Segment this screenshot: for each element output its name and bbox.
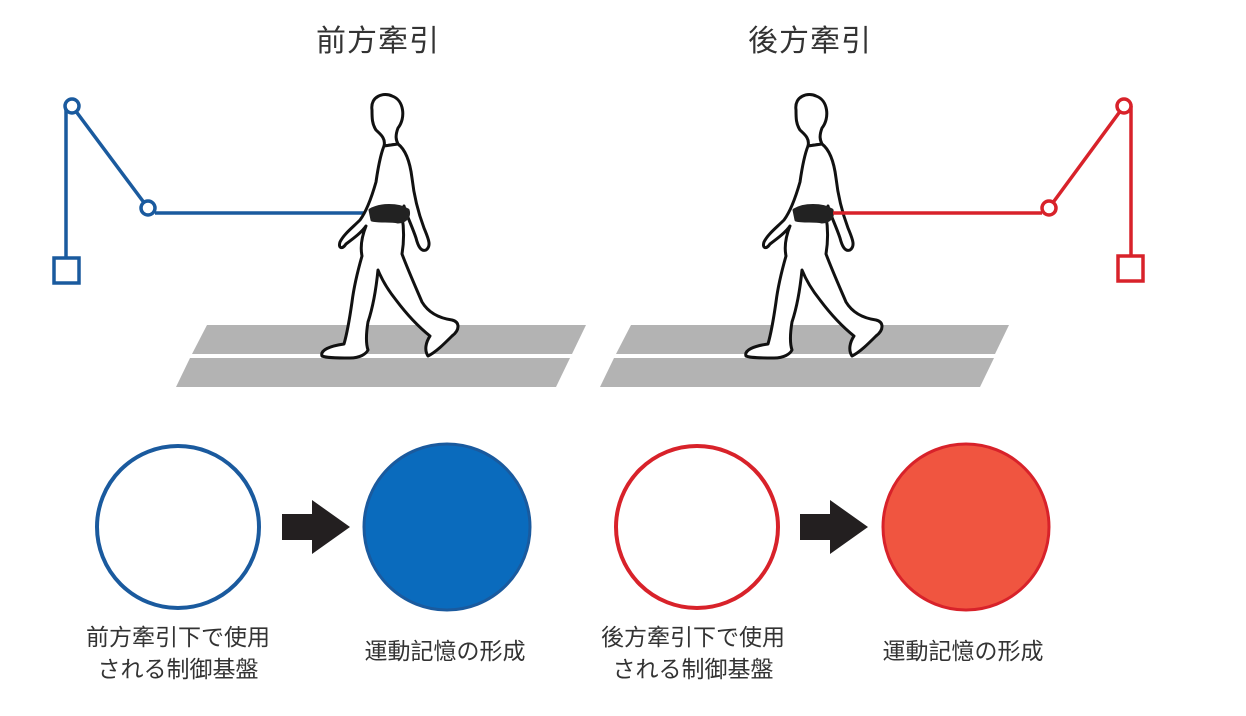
right-walker — [744, 93, 884, 360]
right-pulley-system — [833, 97, 1145, 283]
caption-line: 運動記憶の形成 — [882, 639, 1044, 665]
caption-line: 前方牽引下で使用 — [86, 625, 270, 651]
right-arrow-icon — [800, 500, 868, 554]
right-circle-before — [614, 444, 780, 610]
caption-backward-control-base: 後方牽引下で使用 される制御基盤 — [565, 622, 821, 686]
title-forward-traction: 前方牽引 — [316, 24, 440, 59]
caption-line: される制御基盤 — [97, 657, 259, 683]
left-arrow-icon — [282, 500, 350, 554]
caption-line: 後方牽引下で使用 — [601, 625, 785, 651]
caption-forward-control-base: 前方牽引下で使用 される制御基盤 — [50, 622, 306, 686]
left-walker — [320, 93, 460, 360]
caption-forward-motor-memory: 運動記憶の形成 — [345, 636, 545, 668]
left-circle-after — [362, 442, 532, 612]
right-treadmill — [600, 325, 1009, 387]
left-pulley-system — [52, 97, 372, 285]
caption-line: される制御基盤 — [612, 657, 774, 683]
caption-line: 運動記憶の形成 — [364, 639, 526, 665]
caption-backward-motor-memory: 運動記憶の形成 — [863, 636, 1063, 668]
title-backward-traction: 後方牽引 — [748, 24, 872, 59]
left-circle-before — [95, 444, 261, 610]
left-treadmill — [176, 325, 586, 387]
right-circle-after — [881, 442, 1051, 612]
